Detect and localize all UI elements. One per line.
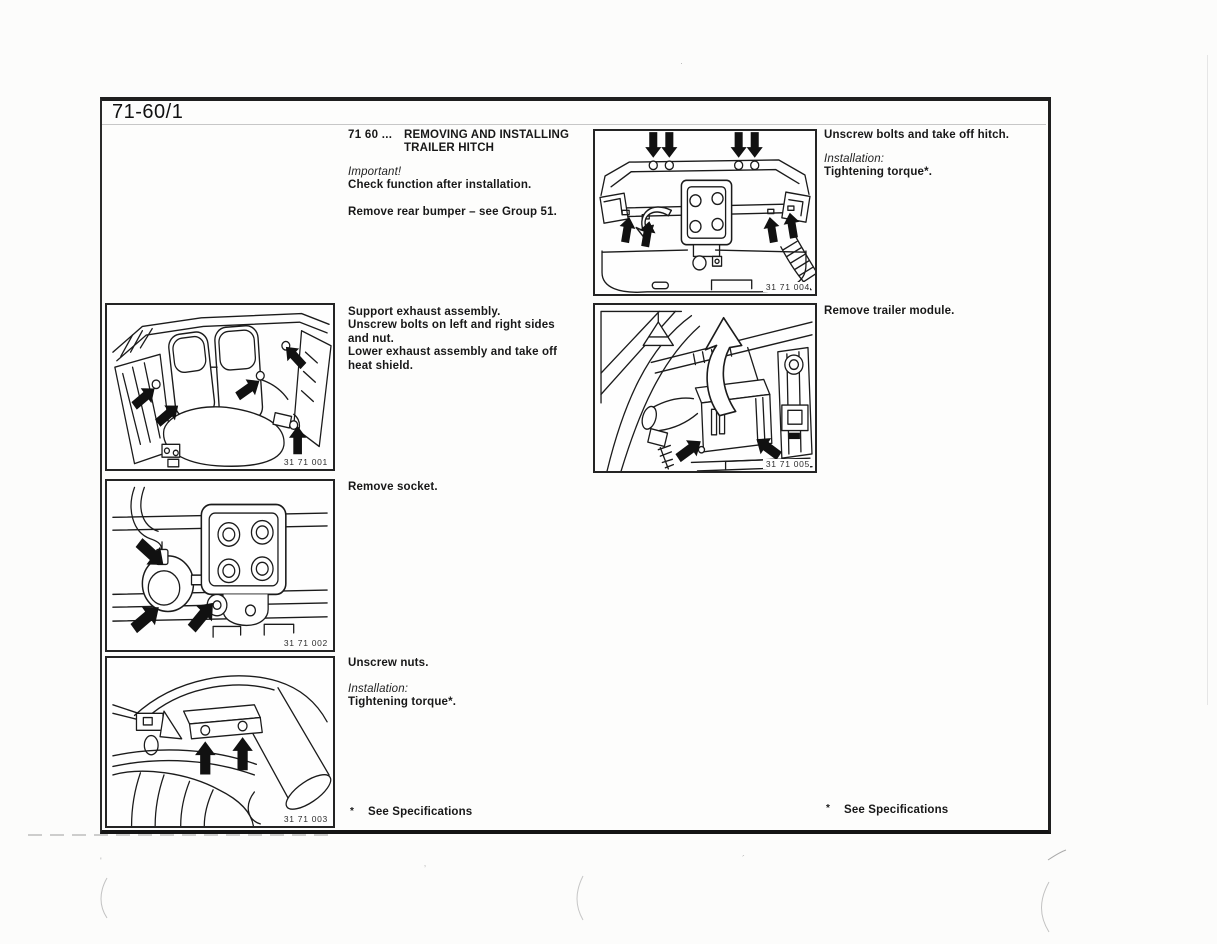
important-text: Check function after installation. xyxy=(348,179,532,191)
bolt-arrow-icon xyxy=(639,221,656,248)
bolt-arrow-icon xyxy=(783,212,800,239)
trailer-module-drawing xyxy=(600,310,813,471)
bolt-arrow-icon xyxy=(661,132,678,158)
bolt-arrow-icon xyxy=(730,132,747,158)
exhaust-assembly-drawing xyxy=(112,312,332,468)
unscrew-nuts-step: Unscrew nuts. xyxy=(348,657,429,669)
scan-artifact-edge xyxy=(1207,55,1208,705)
bolt-arrow-icon xyxy=(130,607,159,634)
exhaust-bracket-drawing xyxy=(112,675,332,826)
figure-number: 31 71 001 xyxy=(280,457,328,467)
procedure-title: REMOVING AND INSTALLING TRAILER HITCH xyxy=(404,129,570,155)
bolt-arrow-icon xyxy=(187,602,213,633)
scan-artifact-check xyxy=(1047,849,1067,861)
hitch-cross-member-drawing xyxy=(599,132,815,293)
scan-artifact-speck: · xyxy=(680,58,683,68)
figure-number: 31 71 002 xyxy=(280,638,328,648)
nut-arrow-icon xyxy=(232,737,253,771)
bolt-arrow-icon xyxy=(235,379,260,401)
footnote-asterisk-right: * xyxy=(826,803,831,814)
title-rule xyxy=(102,124,1046,125)
figure-number: 31 71 005 xyxy=(762,459,810,469)
scan-artifact-speck: ' xyxy=(100,856,102,866)
footnote-right: See Specifications xyxy=(844,804,949,816)
nut-arrow-icon xyxy=(195,741,216,775)
figure-number: 31 71 003 xyxy=(280,814,328,824)
tightening-torque-left: Tightening torque*. xyxy=(348,696,457,708)
figure-31-71-004: 31 71 004 xyxy=(593,129,817,296)
bolt-arrow-icon xyxy=(155,405,179,427)
procedure-code: 71 60 ... xyxy=(348,129,393,141)
footnote-left: See Specifications xyxy=(368,806,473,818)
bolt-arrow-icon xyxy=(619,216,636,244)
module-arrow-icon xyxy=(675,440,701,463)
bolt-arrow-icon xyxy=(645,132,662,158)
figure-31-71-005: 31 71 005 xyxy=(593,303,817,473)
installation-label-left: Installation: xyxy=(348,683,409,695)
remove-socket-step: Remove socket. xyxy=(348,481,438,493)
module-arrow-icon xyxy=(756,438,782,461)
bolt-arrow-icon xyxy=(285,346,307,370)
unscrew-bolts-step: Unscrew bolts and take off hitch. xyxy=(824,129,1010,141)
bolt-arrow-icon xyxy=(288,425,307,455)
figure-31-71-003: 31 71 003 xyxy=(105,656,335,828)
scan-artifact-speck: ‚ xyxy=(424,858,426,868)
footnote-asterisk-left: * xyxy=(350,806,355,817)
figure-31-71-002: 31 71 002 xyxy=(105,479,335,652)
scan-artifact-curve xyxy=(1041,881,1050,933)
bolt-arrow-icon xyxy=(763,216,780,244)
remove-module-step: Remove trailer module. xyxy=(824,305,955,317)
bolt-arrow-icon xyxy=(131,388,155,410)
bolt-arrow-icon xyxy=(135,538,164,565)
bolt-arrow-icon xyxy=(746,132,763,158)
scan-artifact-curve xyxy=(576,875,584,921)
socket-drawing xyxy=(112,486,328,638)
figure-number: 31 71 004 xyxy=(762,282,810,292)
support-exhaust-step: Support exhaust assembly. Unscrew bolts … xyxy=(348,306,558,372)
scan-artifact-smudge xyxy=(28,834,336,836)
page-number: 71-60/1 xyxy=(112,101,184,123)
important-label: Important! xyxy=(348,166,402,178)
tightening-torque-right: Tightening torque*. xyxy=(824,166,933,178)
bumper-note: Remove rear bumper – see Group 51. xyxy=(348,206,557,218)
figure-31-71-001: 31 71 001 xyxy=(105,303,335,471)
installation-label-right: Installation: xyxy=(824,153,885,165)
scan-artifact-curve xyxy=(100,877,108,919)
scan-artifact-speck: ´ xyxy=(742,854,745,864)
